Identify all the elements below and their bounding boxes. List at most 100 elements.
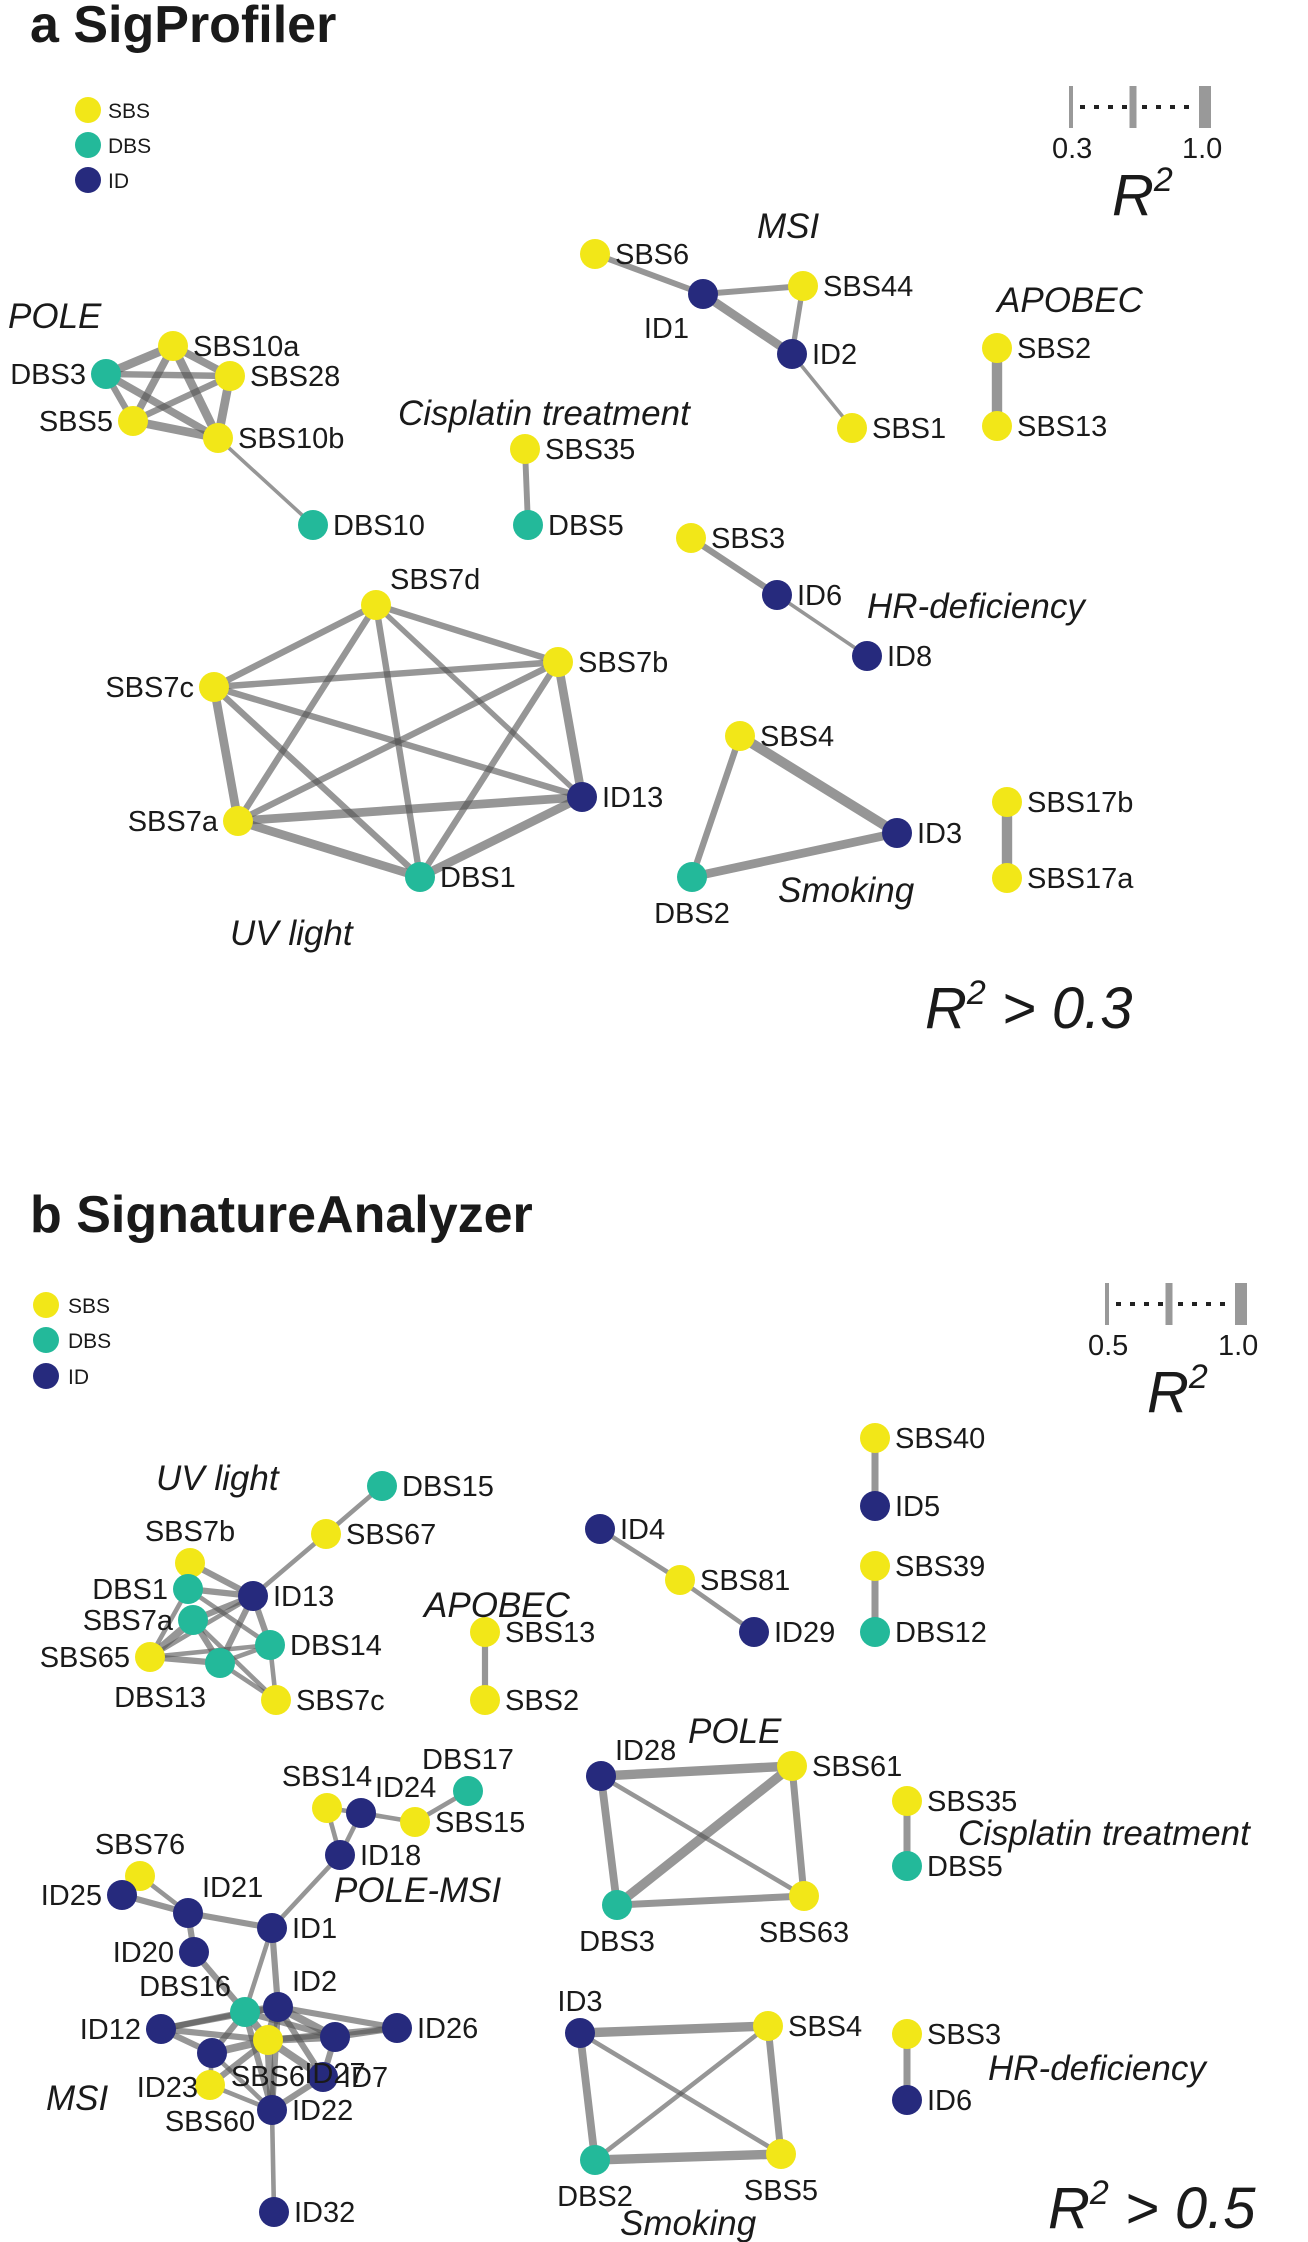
node-label-SBS28: SBS28 xyxy=(250,361,340,393)
node-ID2 xyxy=(777,339,807,369)
node-label-SBS60: SBS60 xyxy=(165,2106,255,2138)
edge-SBS61-DBS3 xyxy=(612,1761,797,1910)
node-DBS5 xyxy=(892,1851,922,1881)
node-ID26 xyxy=(382,2013,412,2043)
node-DBS1 xyxy=(173,1574,203,1604)
edge-SBS28-SBS5 xyxy=(129,372,234,425)
node-SBS5 xyxy=(766,2139,796,2169)
node-SBS39 xyxy=(860,1551,890,1581)
group-label-smoking: Smoking xyxy=(778,871,915,910)
node-DBS2 xyxy=(677,862,707,892)
node-SBS1 xyxy=(837,413,867,443)
edge-SBS7a-ID13 xyxy=(233,792,587,826)
node-ID1 xyxy=(688,279,718,309)
node-ID13 xyxy=(238,1581,268,1611)
node-DBS15 xyxy=(367,1471,397,1501)
node-SBS35 xyxy=(510,434,540,464)
edge-SBS6-ID1 xyxy=(592,251,706,297)
scale-axis-label: R2 xyxy=(1147,1358,1208,1425)
node-label-ID1: ID1 xyxy=(292,1913,337,1945)
edge-ID2-SBS1 xyxy=(790,352,854,430)
node-label-SBS6: SBS6 xyxy=(615,239,689,271)
edge-ID22-ID32 xyxy=(269,2107,277,2215)
node-label-SBS5: SBS5 xyxy=(744,2175,818,2207)
node-label-ID13: ID13 xyxy=(273,1581,334,1613)
edge-SBS44-ID1 xyxy=(700,283,806,297)
node-SBS17a xyxy=(992,863,1022,893)
node-DBS12 xyxy=(860,1617,890,1647)
node-SBS81 xyxy=(665,1565,695,1595)
node-label-DBS10: DBS10 xyxy=(333,510,425,542)
node-label-SBS3: SBS3 xyxy=(711,523,785,555)
node-label-DBS2: DBS2 xyxy=(557,2181,633,2213)
group-label-uv-light: UV light xyxy=(156,1459,280,1498)
edge-SBS10b-DBS10 xyxy=(216,436,315,527)
node-ID2 xyxy=(263,1992,293,2022)
node-SBS44 xyxy=(788,271,818,301)
node-label-SBS2: SBS2 xyxy=(505,1685,579,1717)
node-label-SBS14: SBS14 xyxy=(282,1761,372,1793)
node-label-SBS3: SBS3 xyxy=(927,2019,1001,2051)
panel-b-legend: SBS DBS ID xyxy=(33,1292,111,1389)
node-label-SBS17b: SBS17b xyxy=(1027,787,1133,819)
node-label-ID6: ID6 xyxy=(927,2085,972,2117)
legend-id-label: ID xyxy=(68,1366,89,1389)
node-label-DBS13: DBS13 xyxy=(114,1682,206,1714)
edge-ID28-SBS61 xyxy=(596,1761,797,1781)
node-SBS2 xyxy=(470,1685,500,1715)
node-label-ID22: ID22 xyxy=(292,2095,353,2127)
node-label-DBS5: DBS5 xyxy=(548,510,624,542)
panel-b-group-labels: UV light APOBEC POLE Cisplatin treatment… xyxy=(46,1459,1251,2242)
node-SBS7b xyxy=(543,647,573,677)
node-DBS17 xyxy=(453,1776,483,1806)
node-DBS3 xyxy=(91,359,121,389)
group-label-pole: POLE xyxy=(8,297,102,336)
edge-ID12-SBS6 xyxy=(157,2025,272,2044)
node-ID6 xyxy=(892,2085,922,2115)
node-SBS28 xyxy=(215,361,245,391)
node-label-ID26: ID26 xyxy=(417,2013,478,2045)
node-label-DBS3: DBS3 xyxy=(579,1926,655,1958)
edge-ID3-DBS2 xyxy=(576,2029,599,2164)
edge-SBS7a-DBS1 xyxy=(233,816,425,882)
scale-axis-label: R2 xyxy=(1112,161,1173,228)
node-label-SBS39: SBS39 xyxy=(895,1551,985,1583)
node-ID6 xyxy=(762,580,792,610)
node-label-SBS17a: SBS17a xyxy=(1027,863,1134,895)
scale-max-label: 1.0 xyxy=(1182,133,1222,165)
node-label-ID1: ID1 xyxy=(644,313,689,345)
edge-ID13-DBS1 xyxy=(415,792,587,882)
edge-SBS7c-SBS7a xyxy=(209,682,243,826)
edge-SBS7d-SBS7b xyxy=(372,601,562,666)
legend-dbs-dot xyxy=(33,1327,59,1353)
group-label-apobec: APOBEC xyxy=(422,1586,571,1625)
node-ID5 xyxy=(860,1491,890,1521)
node-label-SBS7c: SBS7c xyxy=(296,1685,385,1717)
node-label-SBS1: SBS1 xyxy=(872,413,946,445)
edge-ID28-DBS3 xyxy=(597,1772,621,1909)
node-label-SBS35: SBS35 xyxy=(545,434,635,466)
panel-a-nodes xyxy=(91,239,1022,893)
node-label-SBS67: SBS67 xyxy=(346,1519,436,1551)
node-label-SBS7d: SBS7d xyxy=(390,564,480,596)
edge-SBS61-SBS63 xyxy=(788,1762,808,1900)
node-ID7 xyxy=(308,2062,338,2092)
legend-sbs-dot xyxy=(33,1292,59,1318)
node-SBS7c xyxy=(261,1685,291,1715)
edge-SBS3-ID6 xyxy=(687,534,781,599)
node-ID22 xyxy=(257,2095,287,2125)
node-label-SBS63: SBS63 xyxy=(759,1917,849,1949)
node-label-DBS12: DBS12 xyxy=(895,1617,987,1649)
node-DBS5 xyxy=(513,510,543,540)
node-label-SBS7a: SBS7a xyxy=(83,1605,174,1637)
group-label-cisplatin: Cisplatin treatment xyxy=(958,1814,1251,1853)
legend-sbs-label: SBS xyxy=(68,1295,110,1318)
node-label-DBS5: DBS5 xyxy=(927,1851,1003,1883)
node-label-ID5: ID5 xyxy=(895,1491,940,1523)
group-label-cisplatin: Cisplatin treatment xyxy=(398,394,691,433)
node-label-ID4: ID4 xyxy=(620,1514,665,1546)
panel-b: b SignatureAnalyzer SBS DBS ID 0.5 1.0 R… xyxy=(30,1186,1258,2242)
node-DBS1 xyxy=(405,862,435,892)
panel-a-threshold: R2 > 0.3 xyxy=(925,974,1133,1041)
